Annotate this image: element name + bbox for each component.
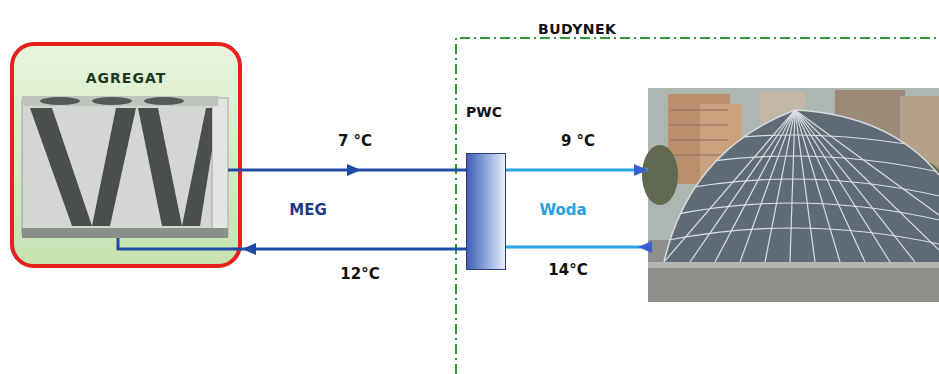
temperature-label: 9 °C <box>561 133 595 149</box>
temperature-label: MEG <box>289 202 327 218</box>
building-boundary <box>456 38 939 374</box>
node-label: AGREGAT <box>14 70 238 86</box>
heat-exchanger-node: PWC <box>462 100 510 270</box>
building-photo <box>642 88 939 302</box>
heat-exchanger <box>466 153 506 270</box>
pipe-line <box>242 248 466 251</box>
temperature-label: Woda <box>539 202 586 218</box>
node-label: PWC <box>466 104 502 120</box>
arrow-head <box>242 243 256 255</box>
temperature-label: 12°C <box>340 266 379 282</box>
temperature-label: 7 °C <box>338 133 372 149</box>
node-label: BUDYNEK <box>538 21 616 37</box>
pipe-connector <box>242 164 466 176</box>
pipe-connector <box>242 243 466 255</box>
building-zone: BUDYNEK PWC <box>456 20 939 374</box>
temperature-label: 14°C <box>548 262 587 278</box>
arrow-head <box>347 164 361 176</box>
unit-box: AGREGAT <box>10 42 242 268</box>
water-pipes <box>506 164 652 253</box>
